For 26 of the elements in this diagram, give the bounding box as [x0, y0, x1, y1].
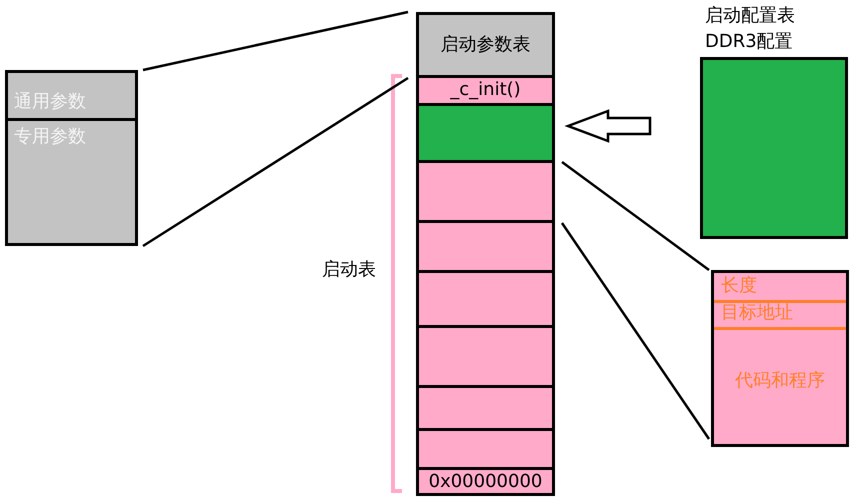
table-cell [416, 12, 555, 78]
record-block [711, 270, 849, 447]
zoom-line [561, 161, 710, 271]
field-label: 目标地址 [721, 302, 793, 324]
table-cell [416, 270, 555, 328]
cell-label: 0x00000000 [428, 471, 544, 493]
table-cell [416, 103, 555, 163]
table-cell [416, 428, 555, 470]
field-label: 长度 [721, 275, 757, 297]
bracket-label: 启动表 [322, 259, 376, 281]
table-cell [416, 325, 555, 388]
block-arrow [564, 109, 652, 143]
zoom-line [560, 222, 710, 440]
parameter-table [5, 70, 138, 246]
table-cell [416, 467, 555, 496]
field-label: 代码和程序 [734, 370, 826, 392]
cell-label: _c_init() [449, 79, 522, 101]
table-cell [416, 220, 555, 273]
zoom-line [142, 10, 408, 72]
table-cell [416, 75, 555, 106]
zoom-line [142, 76, 409, 248]
cell-label: 启动参数表 [440, 34, 532, 56]
table-cell [416, 160, 555, 223]
block-heading: DDR3配置 [705, 31, 793, 53]
table-cell [416, 385, 555, 431]
block-heading: 启动配置表 [705, 5, 795, 27]
